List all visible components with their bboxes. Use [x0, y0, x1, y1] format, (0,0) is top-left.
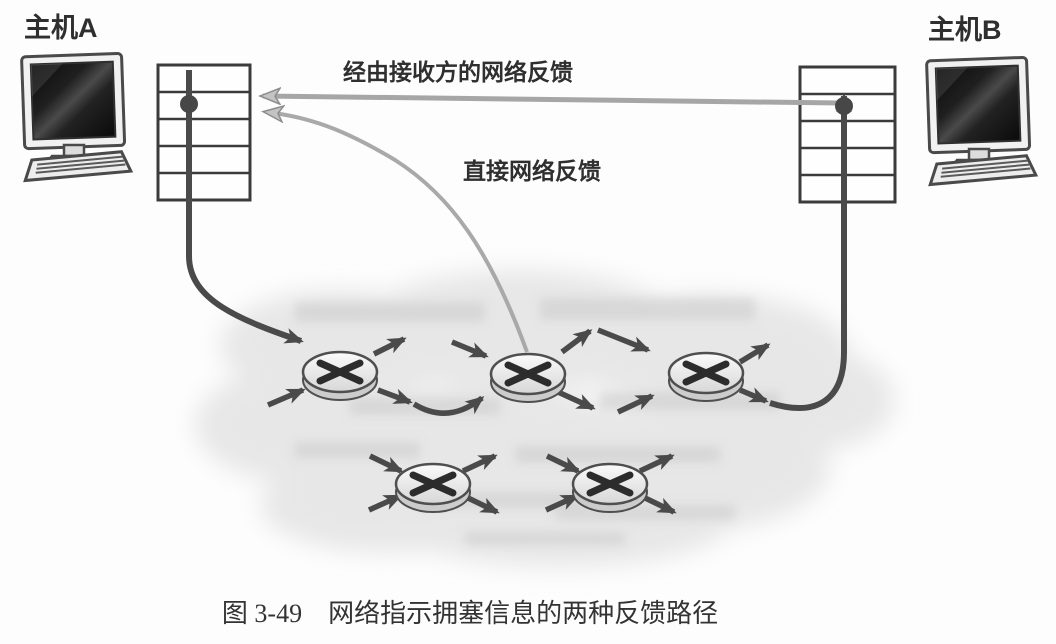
feedback-via-receiver-label: 经由接收方的网络反馈 [343, 59, 573, 85]
via-receiver-feedback-arrow [263, 96, 841, 106]
host-b-receive-path [769, 93, 852, 411]
host-a-transport-dot [180, 95, 198, 113]
data-paths [180, 70, 853, 411]
router-icon [669, 353, 743, 401]
protocol-stack-host-a [156, 63, 252, 202]
host-b-label: 主机B [928, 15, 1002, 45]
host-a-send-path [186, 70, 304, 344]
figure-caption: 图 3-49 网络指示拥塞信息的两种反馈路径 [222, 599, 718, 628]
router-icon [303, 352, 377, 400]
computer-icon-host-b [925, 55, 1038, 187]
computer-icon-host-a [20, 51, 133, 183]
router-icon [396, 464, 470, 512]
feedback-direct-label: 直接网络反馈 [463, 158, 601, 184]
router-link-arrows [266, 327, 771, 515]
router-icon [573, 464, 647, 512]
host-a-label: 主机A [24, 13, 98, 43]
host-b-transport-dot [835, 97, 853, 115]
protocol-stack-host-b [798, 65, 897, 204]
router-icon [491, 354, 565, 402]
feedback-arrows [263, 96, 841, 353]
direct-feedback-arrow [266, 112, 529, 353]
